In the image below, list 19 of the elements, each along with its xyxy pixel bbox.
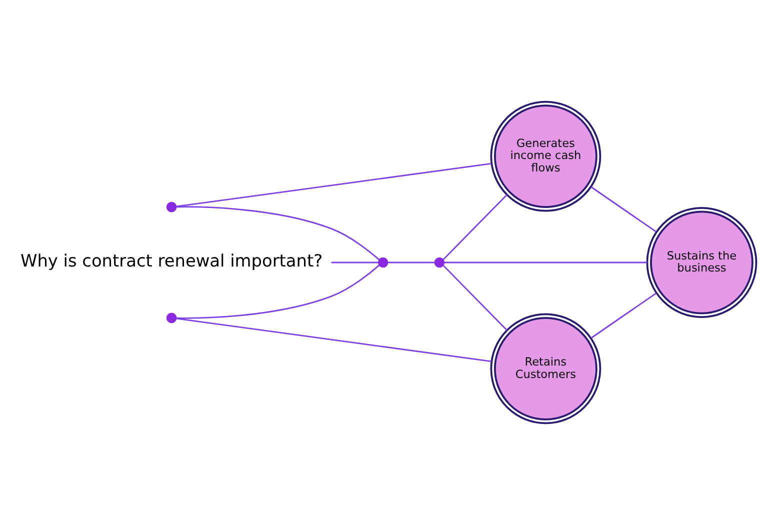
connector <box>442 194 508 260</box>
connector <box>590 186 657 232</box>
connector <box>590 292 657 339</box>
node-text: Why is contract renewal important? <box>20 250 323 271</box>
connector <box>331 262 378 264</box>
connector <box>176 162 492 208</box>
connector <box>388 262 435 264</box>
connector <box>176 206 380 260</box>
node-circle <box>166 312 177 324</box>
connector <box>442 265 508 331</box>
node-circle: Generates income cash flows <box>490 100 602 212</box>
node-circle: Retains Customers <box>490 313 602 424</box>
node-circle <box>434 257 445 268</box>
connector <box>444 262 648 264</box>
node-circle: Sustains the business <box>646 207 758 318</box>
node-circle <box>166 202 177 212</box>
connector <box>176 318 492 362</box>
node-circle <box>378 257 388 268</box>
connector <box>176 264 380 319</box>
